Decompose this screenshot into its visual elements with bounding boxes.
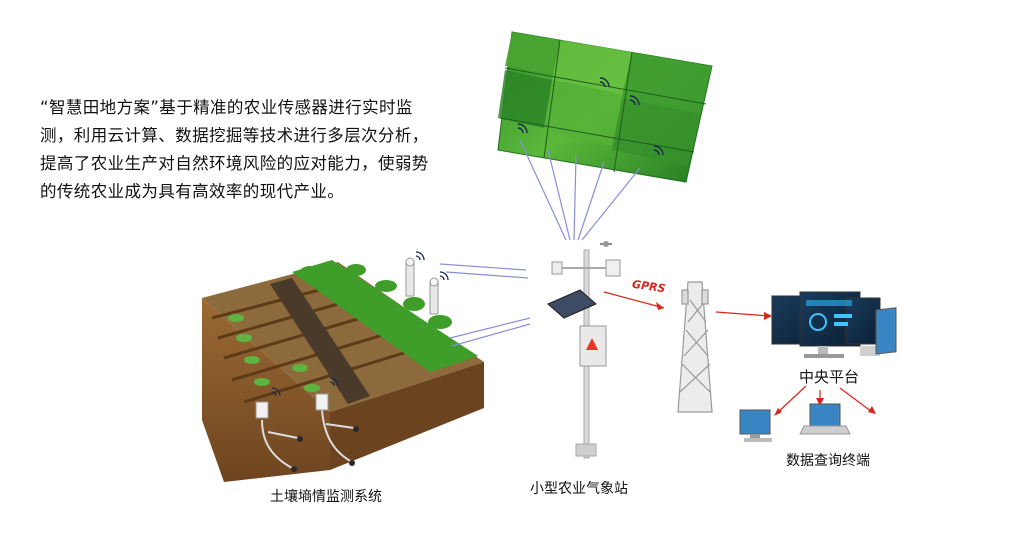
weather-station-label: 小型农业气象站 [530, 481, 628, 497]
query-terminal-devices [739, 307, 897, 442]
field-signal-icons [517, 77, 664, 156]
gprs-link-arrow [603, 291, 665, 310]
crop-plants [228, 260, 478, 392]
query-terminal-label: 数据查询终端 [786, 453, 870, 469]
central-platform-screens [771, 291, 881, 358]
weather-station [547, 241, 621, 459]
sensor-signal-icons [271, 251, 449, 397]
aerial-field-map [497, 31, 713, 183]
tower-to-platform-arrow [715, 311, 772, 320]
soil-system-label: 土壤墒情监测系统 [270, 489, 382, 505]
soil-field-block [202, 262, 484, 482]
soil-sensors [255, 257, 439, 419]
intro-paragraph: “智慧田地方案”基于精准的农业传感器进行实时监测，利用云计算、数据挖掘等技术进行… [40, 98, 429, 201]
aerial-signal-beams [519, 139, 641, 241]
central-platform-label: 中央平台 [799, 368, 860, 386]
signal-tower [677, 281, 713, 413]
field-signal-beams [439, 263, 531, 347]
